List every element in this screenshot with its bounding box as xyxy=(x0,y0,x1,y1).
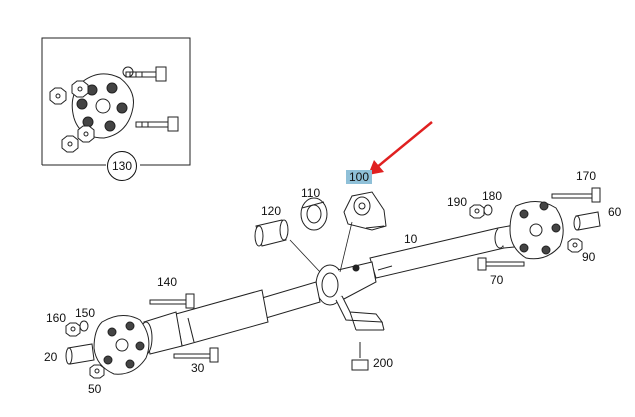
sleeve-60 xyxy=(573,211,601,231)
inset-callout-130: 130 xyxy=(107,151,137,181)
callout-190[interactable]: 190 xyxy=(447,195,468,209)
callout-30[interactable]: 30 xyxy=(191,361,205,375)
callout-60[interactable]: 60 xyxy=(608,205,622,219)
inset-nuts xyxy=(49,66,134,153)
callout-160[interactable]: 160 xyxy=(46,311,67,325)
leader-lines xyxy=(289,221,353,273)
callout-50[interactable]: 50 xyxy=(88,382,102,396)
callout-90[interactable]: 90 xyxy=(582,250,596,264)
callout-100-highlighted[interactable]: 100 xyxy=(346,170,373,184)
callout-170[interactable]: 170 xyxy=(576,169,597,183)
callout-140[interactable]: 140 xyxy=(157,275,178,289)
bolt-30 xyxy=(173,347,219,363)
callout-20[interactable]: 20 xyxy=(44,350,58,364)
front-tube xyxy=(139,281,321,355)
sleeve-20 xyxy=(65,343,95,365)
center-bearing xyxy=(315,261,385,331)
callout-110[interactable]: 110 xyxy=(301,186,321,200)
bolt-170 xyxy=(551,187,601,203)
nuts xyxy=(65,204,583,379)
front-flex-disc xyxy=(93,315,150,375)
inset-bolt-bottom xyxy=(135,116,179,132)
rear-flex-disc xyxy=(509,201,564,260)
inset-bolt-top xyxy=(125,66,167,82)
boot-120 xyxy=(254,219,289,247)
pointer-arrow xyxy=(368,121,433,175)
callout-200[interactable]: 200 xyxy=(373,356,394,370)
callout-150[interactable]: 150 xyxy=(75,306,96,320)
bolt-140 xyxy=(149,293,195,309)
bearing-ring-110 xyxy=(300,197,328,231)
rear-tube xyxy=(369,223,525,279)
callout-10[interactable]: 10 xyxy=(404,232,418,246)
inset-frame xyxy=(41,37,191,166)
callout-120[interactable]: 120 xyxy=(261,204,282,218)
bolt-200 xyxy=(351,342,369,371)
bearing-support-100 xyxy=(343,191,387,231)
callout-70[interactable]: 70 xyxy=(490,273,504,287)
bolt-70 xyxy=(477,257,525,271)
callout-180[interactable]: 180 xyxy=(482,189,503,203)
